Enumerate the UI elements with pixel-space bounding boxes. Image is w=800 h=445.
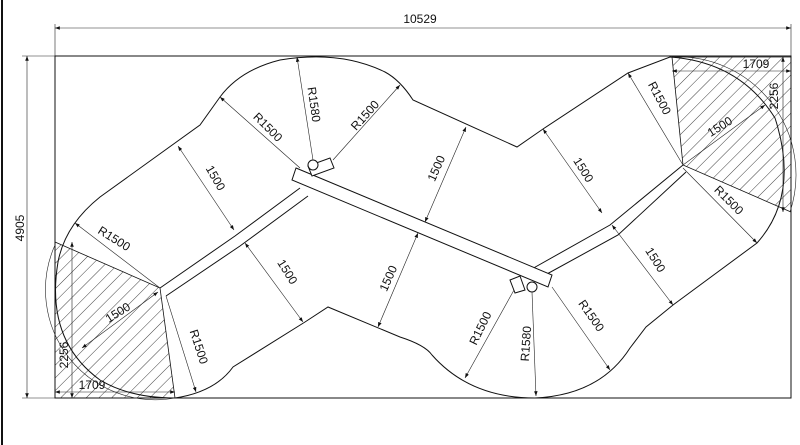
left-stem: [159, 187, 309, 297]
lower-left-width-label: 1500: [274, 257, 300, 287]
upper-right-width-label: 1500: [570, 155, 596, 185]
lower-right-width-label: 1500: [642, 245, 668, 275]
top-pivot-circle: [307, 159, 319, 171]
overall-height-dimension: 4905: [13, 55, 55, 399]
bottom-left-width-label: 1709: [79, 378, 106, 392]
bottom-pivot-circle: [526, 281, 538, 293]
top-right-height-label: 2256: [767, 82, 781, 109]
bottom-left-height-label: 2256: [57, 341, 71, 368]
dimension-lines: [55, 56, 791, 398]
corner-arc-top-right: [671, 56, 797, 213]
bottom-left-radius-label: R1500: [187, 328, 211, 366]
overall-height-label: 4905: [13, 214, 27, 241]
bottom-lobe-radius-center: R1580: [518, 325, 534, 362]
boundary-frame: [54, 55, 792, 399]
right-lobe-radius-top-label: R1500: [645, 79, 674, 117]
bottom-lobe-radius-left: R1500: [466, 309, 494, 347]
top-right-width-label: 1709: [743, 57, 770, 71]
left-lobe-radius-label: R1500: [95, 223, 133, 254]
overall-width-label: 10529: [403, 12, 437, 26]
center-beam: [291, 167, 553, 288]
hatched-zone-top-right: [671, 56, 792, 213]
bottom-bracket: [509, 275, 526, 294]
bottom-lobe-radius-right: R1500: [575, 297, 607, 334]
ramp-outline: [55, 56, 785, 399]
overall-width-dimension: 10529: [54, 12, 792, 56]
top-lobe-radius-right: R1500: [348, 97, 382, 133]
center-upper-width-label: 1500: [425, 153, 449, 183]
corner-arc-bottom-left: [45, 244, 176, 401]
center-lower-width-label: 1500: [377, 263, 401, 293]
top-lobe-radius-center: R1580: [305, 86, 324, 123]
top-bracket: [307, 157, 335, 177]
